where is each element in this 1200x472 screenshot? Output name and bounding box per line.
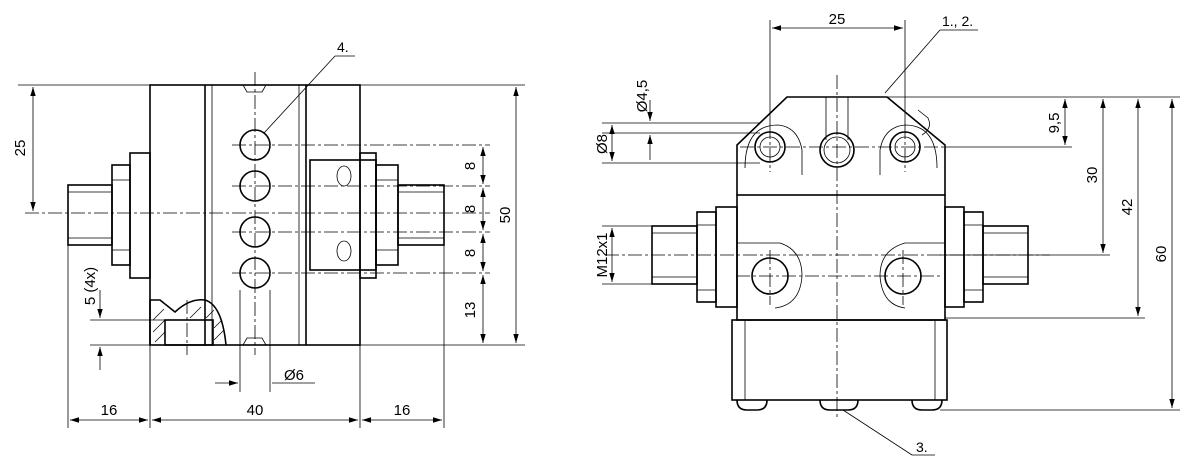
dim-50: 50 (497, 207, 514, 224)
dim-5-4x: 5 (4x) (82, 267, 99, 305)
right-view: 25 Ø4,5 Ø8 M12x1 9,5 30 42 60 1., 2. 3. (594, 11, 1180, 456)
dim-pitch-1: 8 (462, 162, 479, 170)
dim-pitch-2: 8 (462, 205, 479, 213)
foot-left (736, 399, 768, 411)
right-fitting (309, 152, 445, 279)
top-notch (242, 84, 267, 93)
callout-1-2-leader (884, 29, 941, 94)
dim-25-left: 25 (12, 140, 29, 157)
callout-3: 3. (916, 439, 928, 455)
dim-d4-5: Ø4,5 (634, 80, 651, 113)
dim-d6: Ø6 (284, 367, 304, 384)
dim-pitch-3: 8 (462, 249, 479, 257)
dim-9-5: 9,5 (1046, 113, 1063, 134)
dim-42: 42 (1119, 199, 1136, 216)
callout-3-leader (842, 409, 913, 456)
section-cutaway (149, 298, 227, 346)
dim-30: 30 (1084, 167, 1101, 184)
dim-d8: Ø8 (594, 134, 611, 154)
upper-right-boss (879, 124, 938, 175)
callout-4: 4. (337, 39, 349, 55)
callout-4-leader (263, 55, 336, 134)
foot-center (819, 399, 859, 411)
dim-60: 60 (1153, 246, 1170, 263)
dim-25-top: 25 (829, 11, 846, 28)
lower-right-port (879, 242, 945, 309)
upper-left-boss (744, 124, 803, 175)
right-view-right-fitting (944, 206, 1029, 308)
top-block-outline (736, 96, 946, 195)
left-view: 25 16 40 16 50 8 8 8 13 Ø6 5 (4x) 4. (12, 39, 525, 428)
dim-13: 13 (462, 302, 479, 319)
dim-16-left: 16 (101, 402, 118, 419)
foot-right (911, 399, 943, 411)
dim-m12x1: M12x1 (594, 232, 611, 277)
right-view-left-fitting (651, 206, 738, 308)
callout-1-2: 1., 2. (942, 13, 973, 29)
lower-left-port (737, 242, 803, 309)
dim-16-right: 16 (394, 402, 411, 419)
dim-40: 40 (247, 402, 264, 419)
bottom-notch (242, 337, 267, 346)
left-fitting (67, 152, 151, 279)
lower-block (731, 319, 948, 401)
